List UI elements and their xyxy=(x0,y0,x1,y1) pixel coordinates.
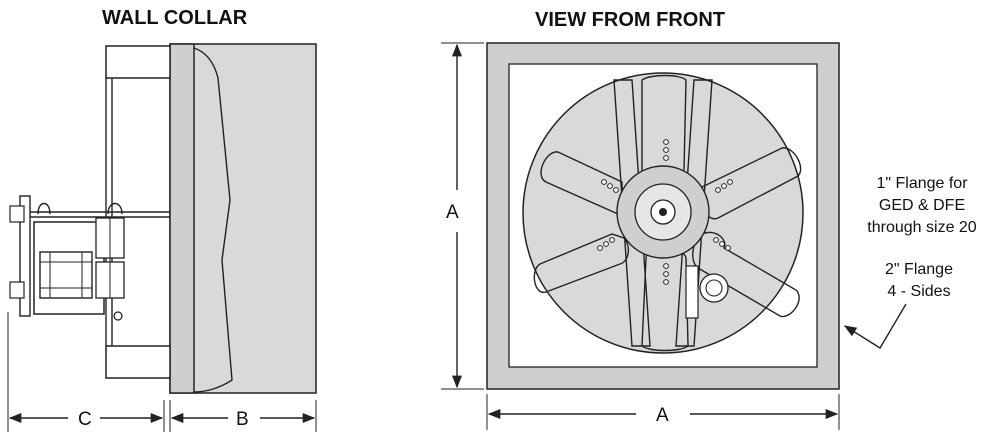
pulley-right xyxy=(107,202,123,215)
shaft-icon xyxy=(659,208,667,216)
bolt-top xyxy=(9,205,25,223)
wall-collar-title: WALL COLLAR xyxy=(102,7,248,29)
mount-plate xyxy=(19,195,31,317)
frame-bottom-block xyxy=(105,345,171,379)
pulley-left xyxy=(37,202,51,215)
flange-note-line1: 1" Flange for xyxy=(876,175,968,192)
flange-leader-arrow xyxy=(843,303,907,349)
blade-rivets xyxy=(597,139,733,285)
flange2-note-line1: 2" Flange xyxy=(885,261,953,278)
dimension-a-horizontal-label: A xyxy=(656,405,669,426)
blade-profile xyxy=(193,47,233,393)
dimension-a-vertical: A xyxy=(441,42,484,390)
dimension-a-horizontal: A xyxy=(486,394,840,430)
blade-lower-left xyxy=(533,233,630,293)
dimension-b: B xyxy=(169,400,317,432)
wall-collar-side-view xyxy=(9,43,317,394)
frame-top-block xyxy=(105,45,171,79)
collar-flange xyxy=(169,43,195,394)
dimension-c-label: C xyxy=(78,409,92,430)
dimension-a-vertical-label: A xyxy=(446,202,459,223)
support-bars xyxy=(613,79,713,347)
front-view xyxy=(486,42,840,390)
flange-note-line2: GED & DFE xyxy=(879,197,965,214)
flange-note: 1" Flange for GED & DFE through size 20 … xyxy=(867,175,977,300)
flange2-note-line2: 4 - Sides xyxy=(887,283,950,300)
dimension-c: C xyxy=(7,312,165,432)
flange-note-line3: through size 20 xyxy=(867,219,977,236)
dimension-b-label: B xyxy=(236,409,249,430)
blade-lower-right xyxy=(692,231,800,318)
front-view-title: VIEW FROM FRONT xyxy=(535,9,725,31)
front-hinge xyxy=(685,265,699,319)
bolt-bottom xyxy=(9,281,25,299)
motor-body xyxy=(39,251,93,299)
pivot-icon xyxy=(113,311,123,321)
